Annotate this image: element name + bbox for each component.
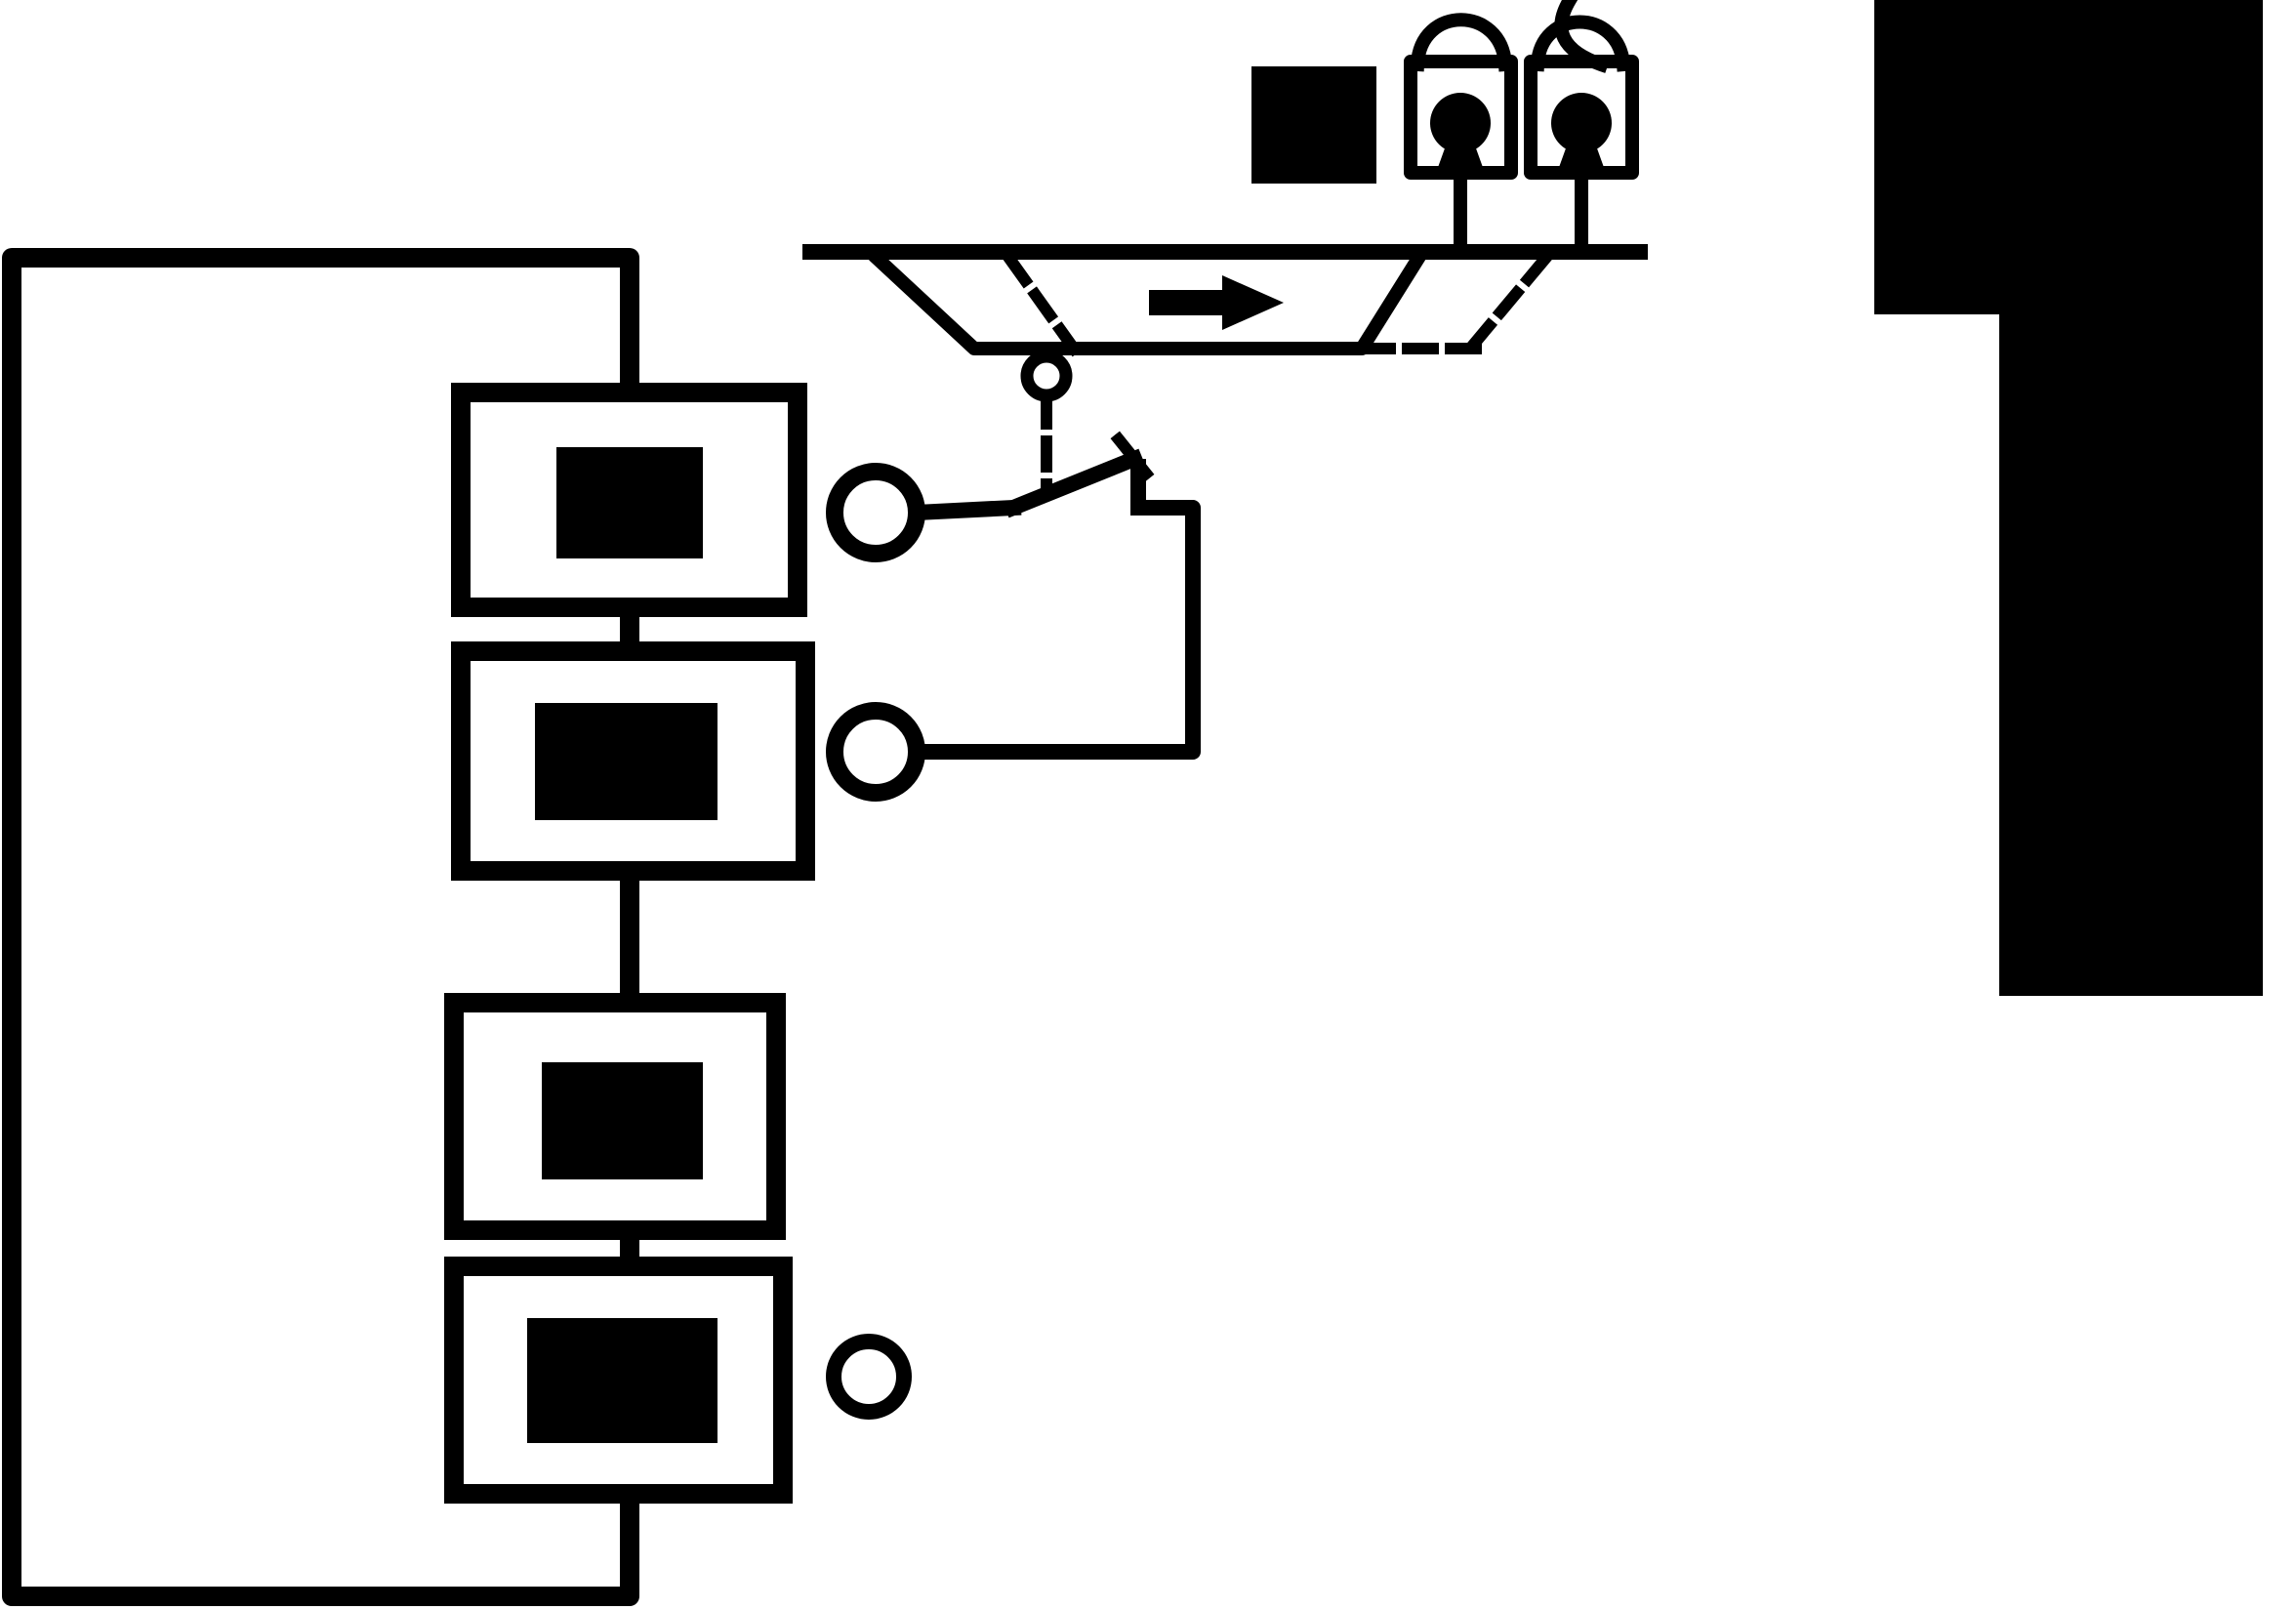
solid-black-right-block-lower: [1999, 314, 2263, 996]
battery-cell-3: [444, 993, 786, 1240]
switch-return-wire: [909, 500, 1201, 760]
lamp-wires: [1454, 166, 1588, 259]
cell-1-core: [556, 447, 703, 558]
lamp-2: [1524, 0, 1639, 180]
seat-platform-with-arrow: [802, 244, 1648, 492]
lamp-2-base: [1557, 148, 1606, 173]
lamp-1-base: [1436, 148, 1485, 173]
direction-arrow-icon: [1149, 275, 1284, 330]
lamp-1: [1404, 13, 1518, 180]
switch-lead-from-terminal-1: [908, 499, 1022, 521]
seat-solid-outline: [869, 250, 1427, 355]
terminal-1: [826, 463, 925, 562]
plunger-pin: [1020, 350, 1073, 402]
battery-cell-2: [451, 641, 815, 881]
loop-wire-main: [2, 248, 639, 1606]
cell-2-core: [535, 703, 718, 820]
lamp-1-bulb-icon: [1430, 93, 1491, 153]
switch-lever: [1003, 448, 1145, 518]
terminal-2: [826, 702, 925, 802]
battery-cell-4: [444, 1257, 793, 1504]
lamp-1-dome-arc: [1410, 13, 1513, 72]
cell-3-outline: [444, 993, 786, 1240]
lamp-2-dome-arc: [1530, 15, 1631, 72]
cell-3-core: [542, 1062, 703, 1179]
seat-dashed-right-slant: [1461, 251, 1553, 357]
battery-cell-1: [451, 383, 807, 617]
arrow-head: [1222, 275, 1284, 330]
lamp-2-bulb-icon: [1551, 93, 1612, 153]
normally-open-switch: [908, 431, 1201, 760]
seat-dashed-left-slant: [1002, 251, 1083, 357]
solid-black-square-block: [1251, 66, 1376, 184]
cell-4-core: [527, 1318, 718, 1443]
terminal-3: [826, 1334, 912, 1420]
solid-black-right-block-upper: [1874, 0, 2263, 314]
cell-4-outline: [444, 1257, 793, 1504]
